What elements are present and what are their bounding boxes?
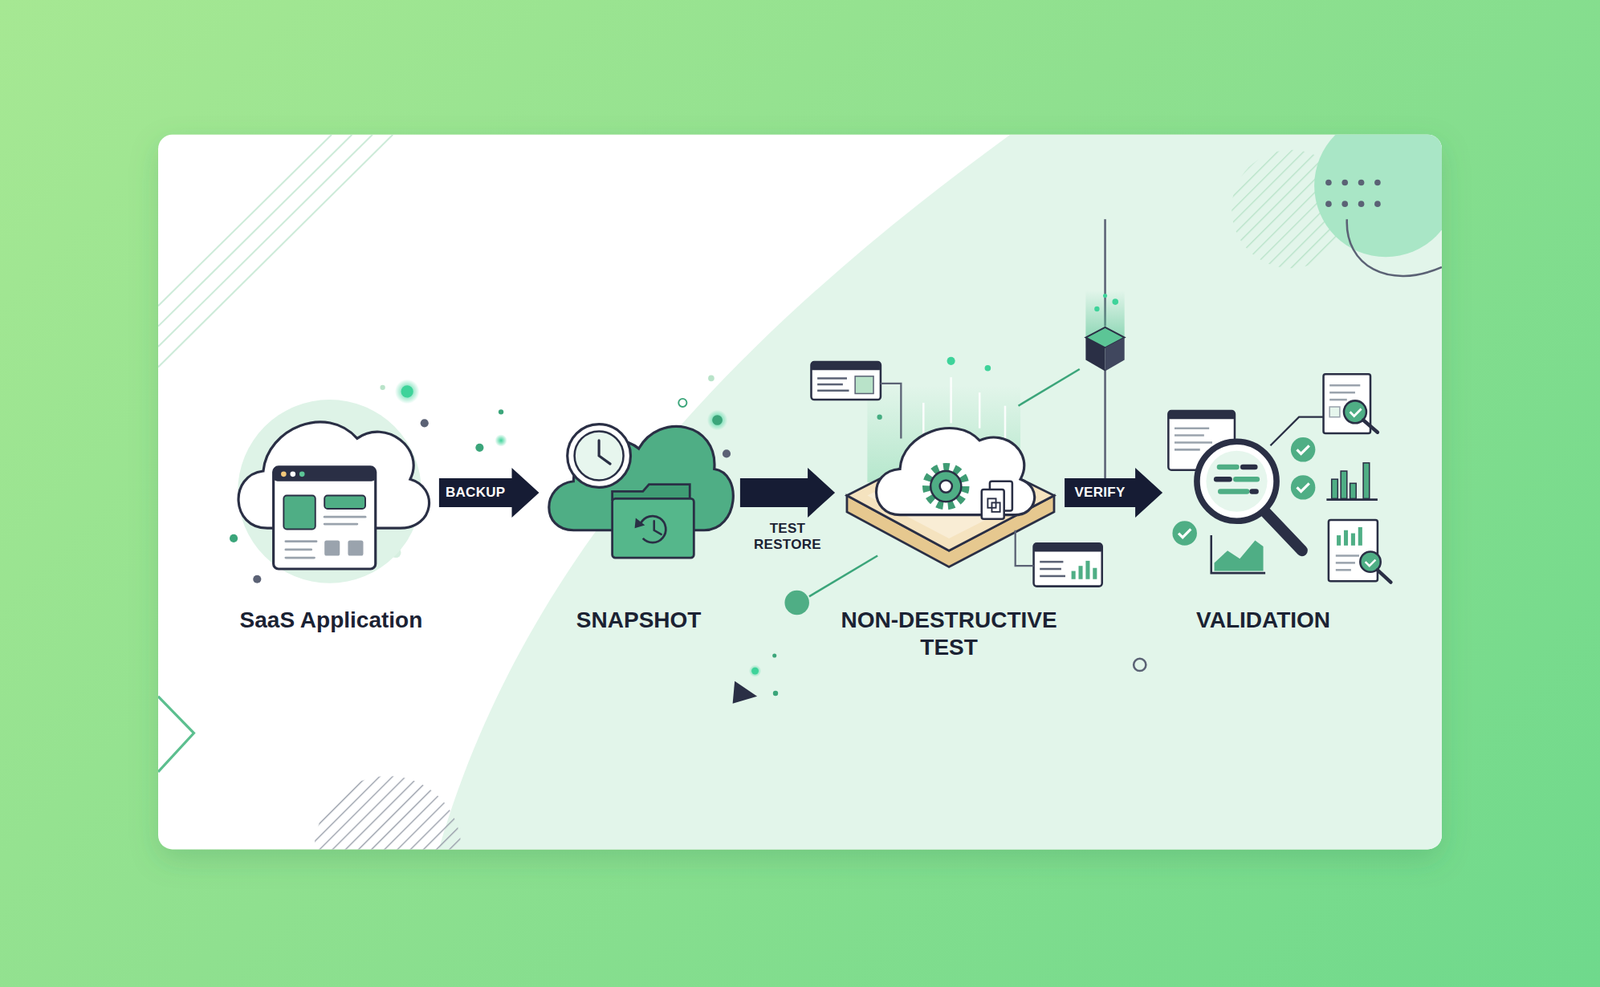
icon-area — [229, 403, 433, 607]
stage-node: NON-DESTRUCTIVE TEST — [839, 403, 1059, 663]
stage-node: SNAPSHOT — [543, 403, 733, 635]
stage-node: SaaS Application — [229, 403, 433, 635]
stage-node: VALIDATION — [1167, 403, 1360, 635]
stage-label: SaaS Application — [229, 606, 433, 635]
icon-area — [1167, 403, 1360, 607]
stage-label: NON-DESTRUCTIVE TEST — [839, 606, 1059, 662]
flow-arrow — [439, 468, 540, 518]
icon-area — [543, 403, 733, 607]
icon-area — [839, 403, 1059, 607]
stage-label: VALIDATION — [1167, 606, 1360, 635]
flow-arrow — [740, 468, 835, 518]
stage-label: SNAPSHOT — [543, 606, 733, 635]
edge-label: BACKUP — [445, 484, 506, 501]
flow-arrow — [1064, 468, 1163, 518]
edge-label: VERIFY — [1074, 484, 1125, 501]
edge-label: TEST RESTORE — [747, 521, 828, 554]
